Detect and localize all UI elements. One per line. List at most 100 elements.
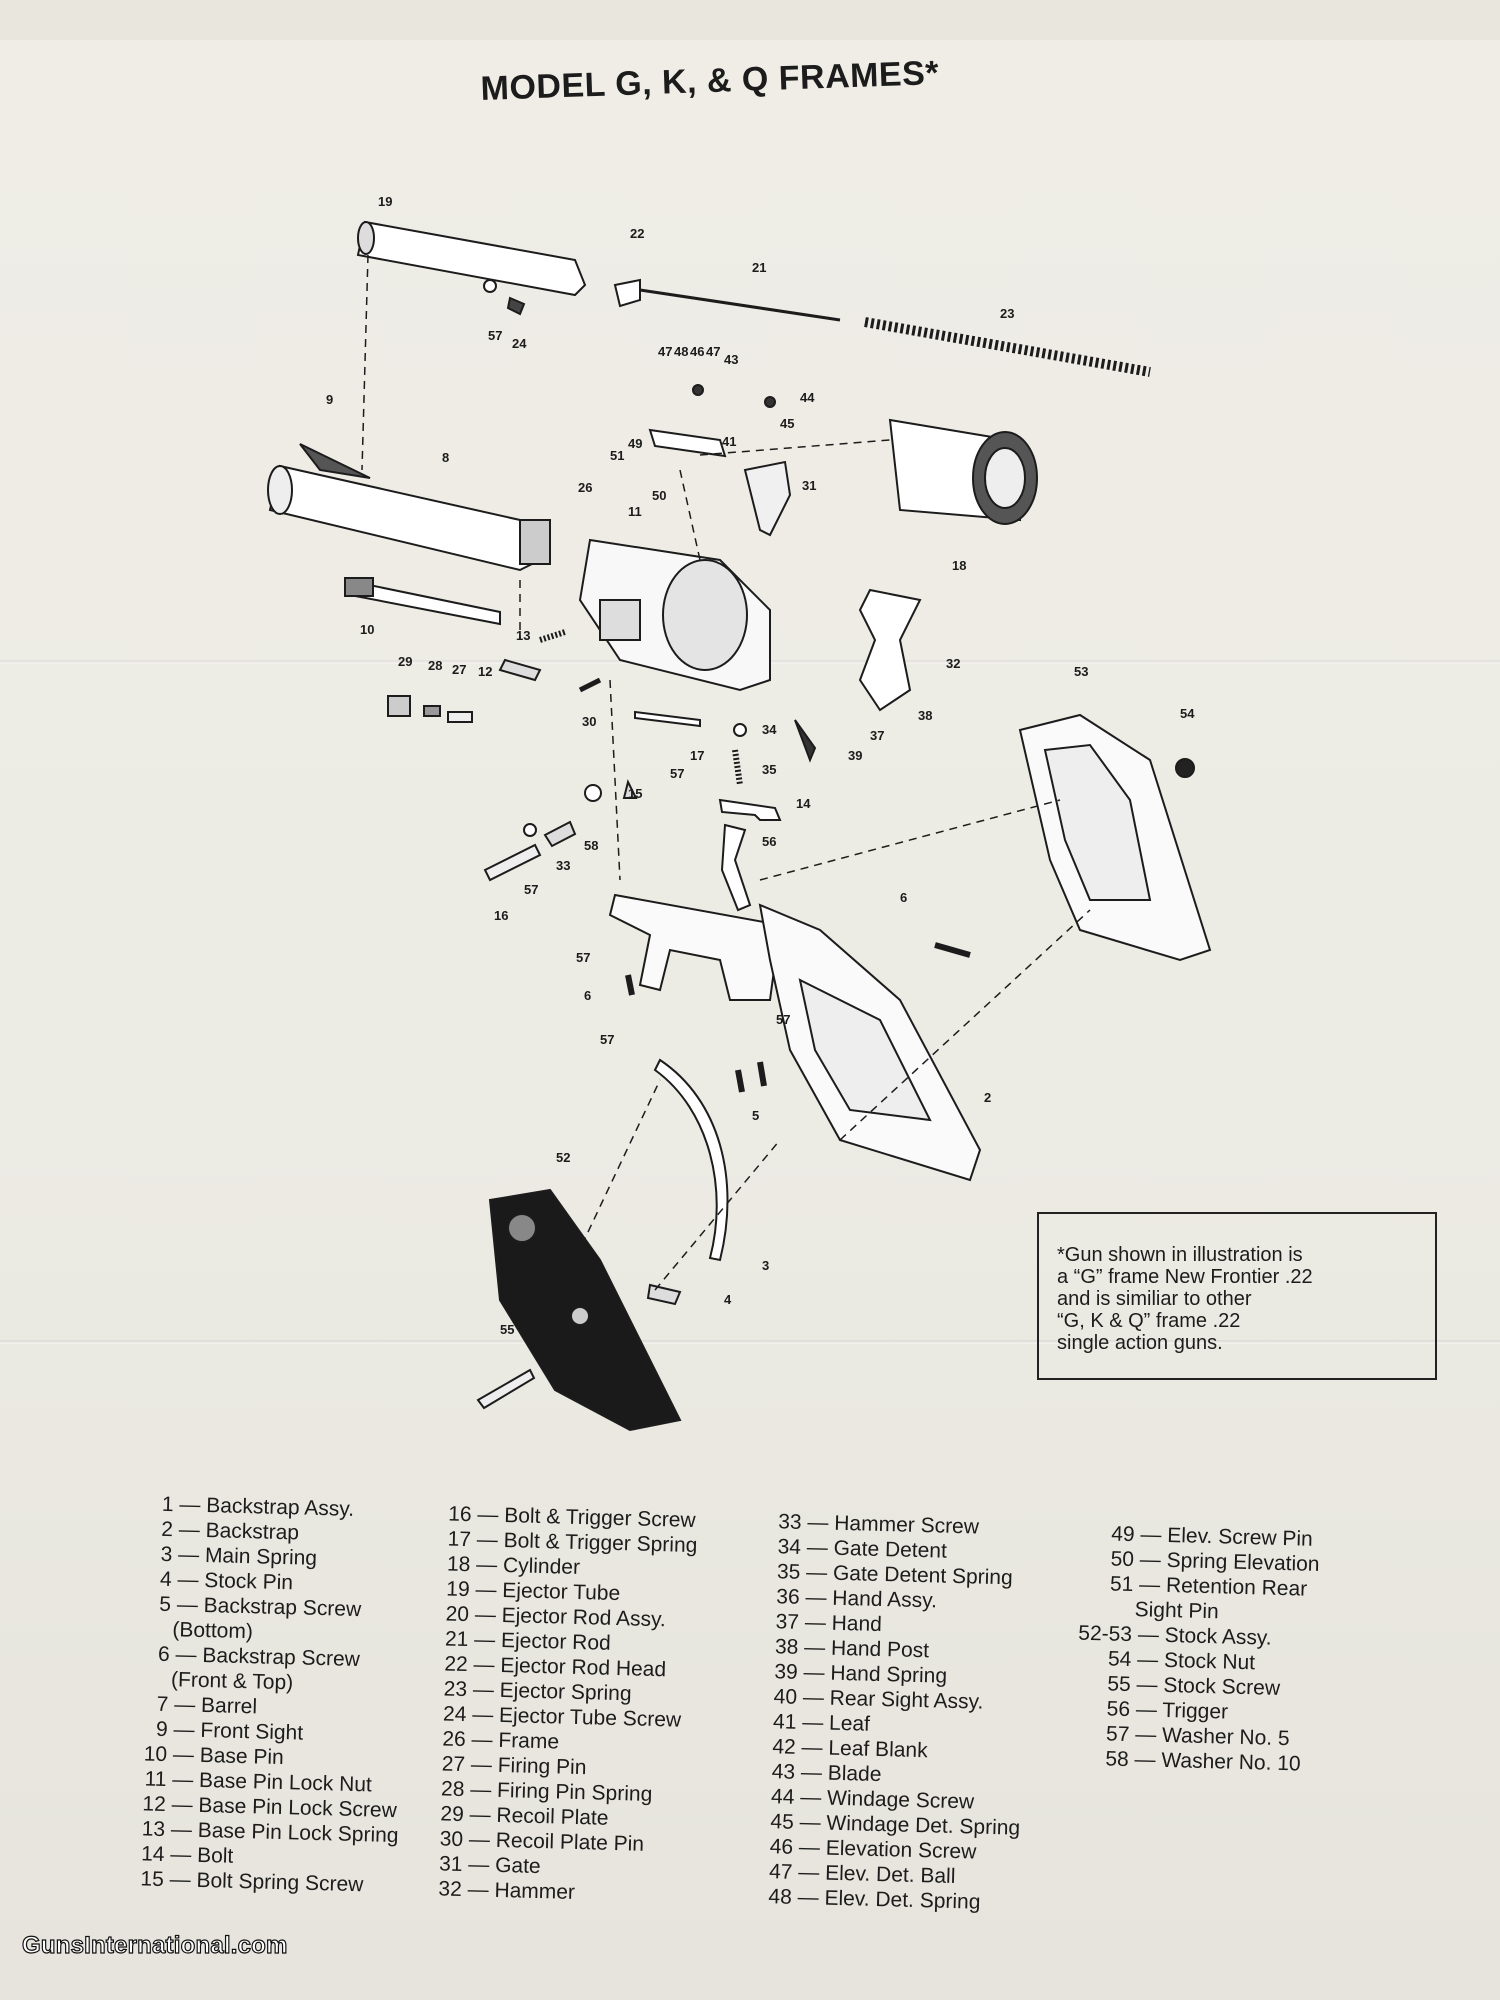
- part-callout-number: 23: [1000, 306, 1014, 321]
- note-line: a “G” frame New Frontier .22: [1057, 1266, 1313, 1288]
- part-callout-number: 12: [478, 664, 492, 679]
- note-line: single action guns.: [1057, 1332, 1223, 1354]
- part-callout-number: 46: [690, 344, 704, 359]
- part-ejector-tube: [356, 220, 587, 297]
- part-backstrap-screw: [735, 1069, 745, 1093]
- part-callout-number: 21: [752, 260, 766, 275]
- part-callout-number: 31: [802, 478, 816, 493]
- part-callout-number: 11: [628, 504, 642, 519]
- part-callout-number: 37: [870, 728, 884, 743]
- part-firing-pin-spring: [423, 705, 441, 717]
- part-hand: [794, 719, 817, 763]
- part-backstrap-screw: [934, 942, 971, 958]
- part-callout-number: 34: [762, 722, 777, 737]
- part-bolt-trigger-spring: [634, 710, 701, 728]
- part-callout-number: 6: [900, 890, 907, 905]
- part-callout-number: 3: [762, 1258, 769, 1273]
- part-callout-number: 22: [630, 226, 644, 241]
- part-callout-number: 18: [952, 558, 966, 573]
- part-callout-number: 52: [556, 1150, 570, 1165]
- part-ejector-tube-screw: [506, 296, 526, 316]
- part-callout-number: 43: [724, 352, 738, 367]
- paper-fold: [0, 1340, 1500, 1344]
- note-line: *Gun shown in illustration is: [1057, 1244, 1303, 1266]
- part-callout-number: 57: [600, 1032, 614, 1047]
- part-rear-sight-leaf: [648, 428, 727, 458]
- part-callout-number: 49: [628, 436, 642, 451]
- part-frame: [578, 538, 771, 692]
- part-hammer: [858, 588, 922, 712]
- part-callout-number: 57: [776, 1012, 790, 1027]
- part-callout-number: 29: [398, 654, 412, 669]
- part-callout-number: 57: [576, 950, 590, 965]
- part-callout-number: 57: [524, 882, 538, 897]
- part-ejector-rod: [639, 288, 841, 322]
- part-callout-number: 19: [378, 194, 392, 209]
- part-callout-number: 48: [674, 344, 688, 359]
- part-callout-number: 16: [494, 908, 508, 923]
- part-gate: [743, 460, 792, 537]
- part-washer: [584, 784, 602, 802]
- part-stock-screw: [476, 1368, 536, 1410]
- part-callout-number: 14: [796, 796, 811, 811]
- part-main-spring: [653, 1058, 729, 1262]
- part-ejector-spring: [864, 317, 1151, 377]
- part-firing-pin: [447, 711, 473, 723]
- part-gate-detent: [733, 723, 747, 737]
- part-callout-number: 56: [762, 834, 776, 849]
- note-line: and is similiar to other: [1057, 1288, 1252, 1310]
- part-base-pin-lock-screw: [498, 658, 542, 682]
- part-callout-number: 2: [984, 1090, 991, 1105]
- part-callout-number: 55: [500, 1322, 514, 1337]
- part-callout-number: 39: [848, 748, 862, 763]
- part-callout-number: 54: [1180, 706, 1195, 721]
- part-callout-number: 30: [582, 714, 596, 729]
- part-stock-nut: [1175, 758, 1195, 778]
- part-bolt-trigger-screw: [483, 843, 542, 882]
- part-callout-number: 13: [516, 628, 530, 643]
- part-backstrap-screw: [757, 1061, 767, 1087]
- illustration-note-box: *Gun shown in illustration is a “G” fram…: [1037, 1212, 1437, 1380]
- part-callout-number: 32: [946, 656, 960, 671]
- part-callout-number: 15: [628, 786, 642, 801]
- watermark-logo: GunsInternational.com: [21, 1931, 288, 1959]
- part-backstrap-screw: [625, 974, 635, 996]
- part-callout-number: 26: [578, 480, 592, 495]
- part-callout-number: 51: [610, 448, 624, 463]
- part-ejector-rod-head: [613, 278, 641, 308]
- part-recoil-plate-pin: [578, 677, 602, 693]
- part-windage-screw: [764, 396, 776, 408]
- part-trigger-guard: [608, 893, 782, 1001]
- part-washer: [523, 823, 537, 837]
- part-cylinder: [888, 418, 1038, 525]
- part-callout-number: 53: [1074, 664, 1088, 679]
- part-front-sight: [299, 443, 371, 479]
- part-hammer-screw: [543, 820, 577, 848]
- exploded-parts-diagram: 1922212357244748464743444549415150319826…: [267, 194, 1212, 1432]
- part-bolt-spring-screw: [622, 779, 638, 799]
- part-callout-number: 24: [512, 336, 527, 351]
- part-stock-pin: [646, 1283, 682, 1306]
- part-callout-number: 41: [722, 434, 736, 449]
- part-base-pin-lock-spring: [539, 629, 566, 643]
- part-base-pin: [344, 577, 501, 626]
- part-callout-number: 45: [780, 416, 794, 431]
- part-callout-number: 28: [428, 658, 442, 673]
- part-callout-number: 9: [326, 392, 333, 407]
- part-elev-screw: [692, 384, 704, 396]
- part-trigger: [720, 823, 752, 912]
- part-callout-number: 27: [452, 662, 466, 677]
- part-callout-number: 8: [442, 450, 449, 465]
- part-callout-number: 50: [652, 488, 666, 503]
- part-callout-number: 57: [670, 766, 684, 781]
- part-callout-number: 33: [556, 858, 570, 873]
- part-recoil-plate: [387, 695, 411, 717]
- part-washer: [483, 279, 497, 293]
- part-callout-number: 44: [800, 390, 815, 405]
- part-callout-number: 5: [752, 1108, 759, 1123]
- note-line: “G, K & Q” frame .22: [1057, 1310, 1241, 1332]
- part-callout-number: 35: [762, 762, 776, 777]
- part-callout-number: 4: [724, 1292, 732, 1307]
- part-callout-number: 47: [658, 344, 672, 359]
- part-gate-detent-spring: [732, 749, 743, 786]
